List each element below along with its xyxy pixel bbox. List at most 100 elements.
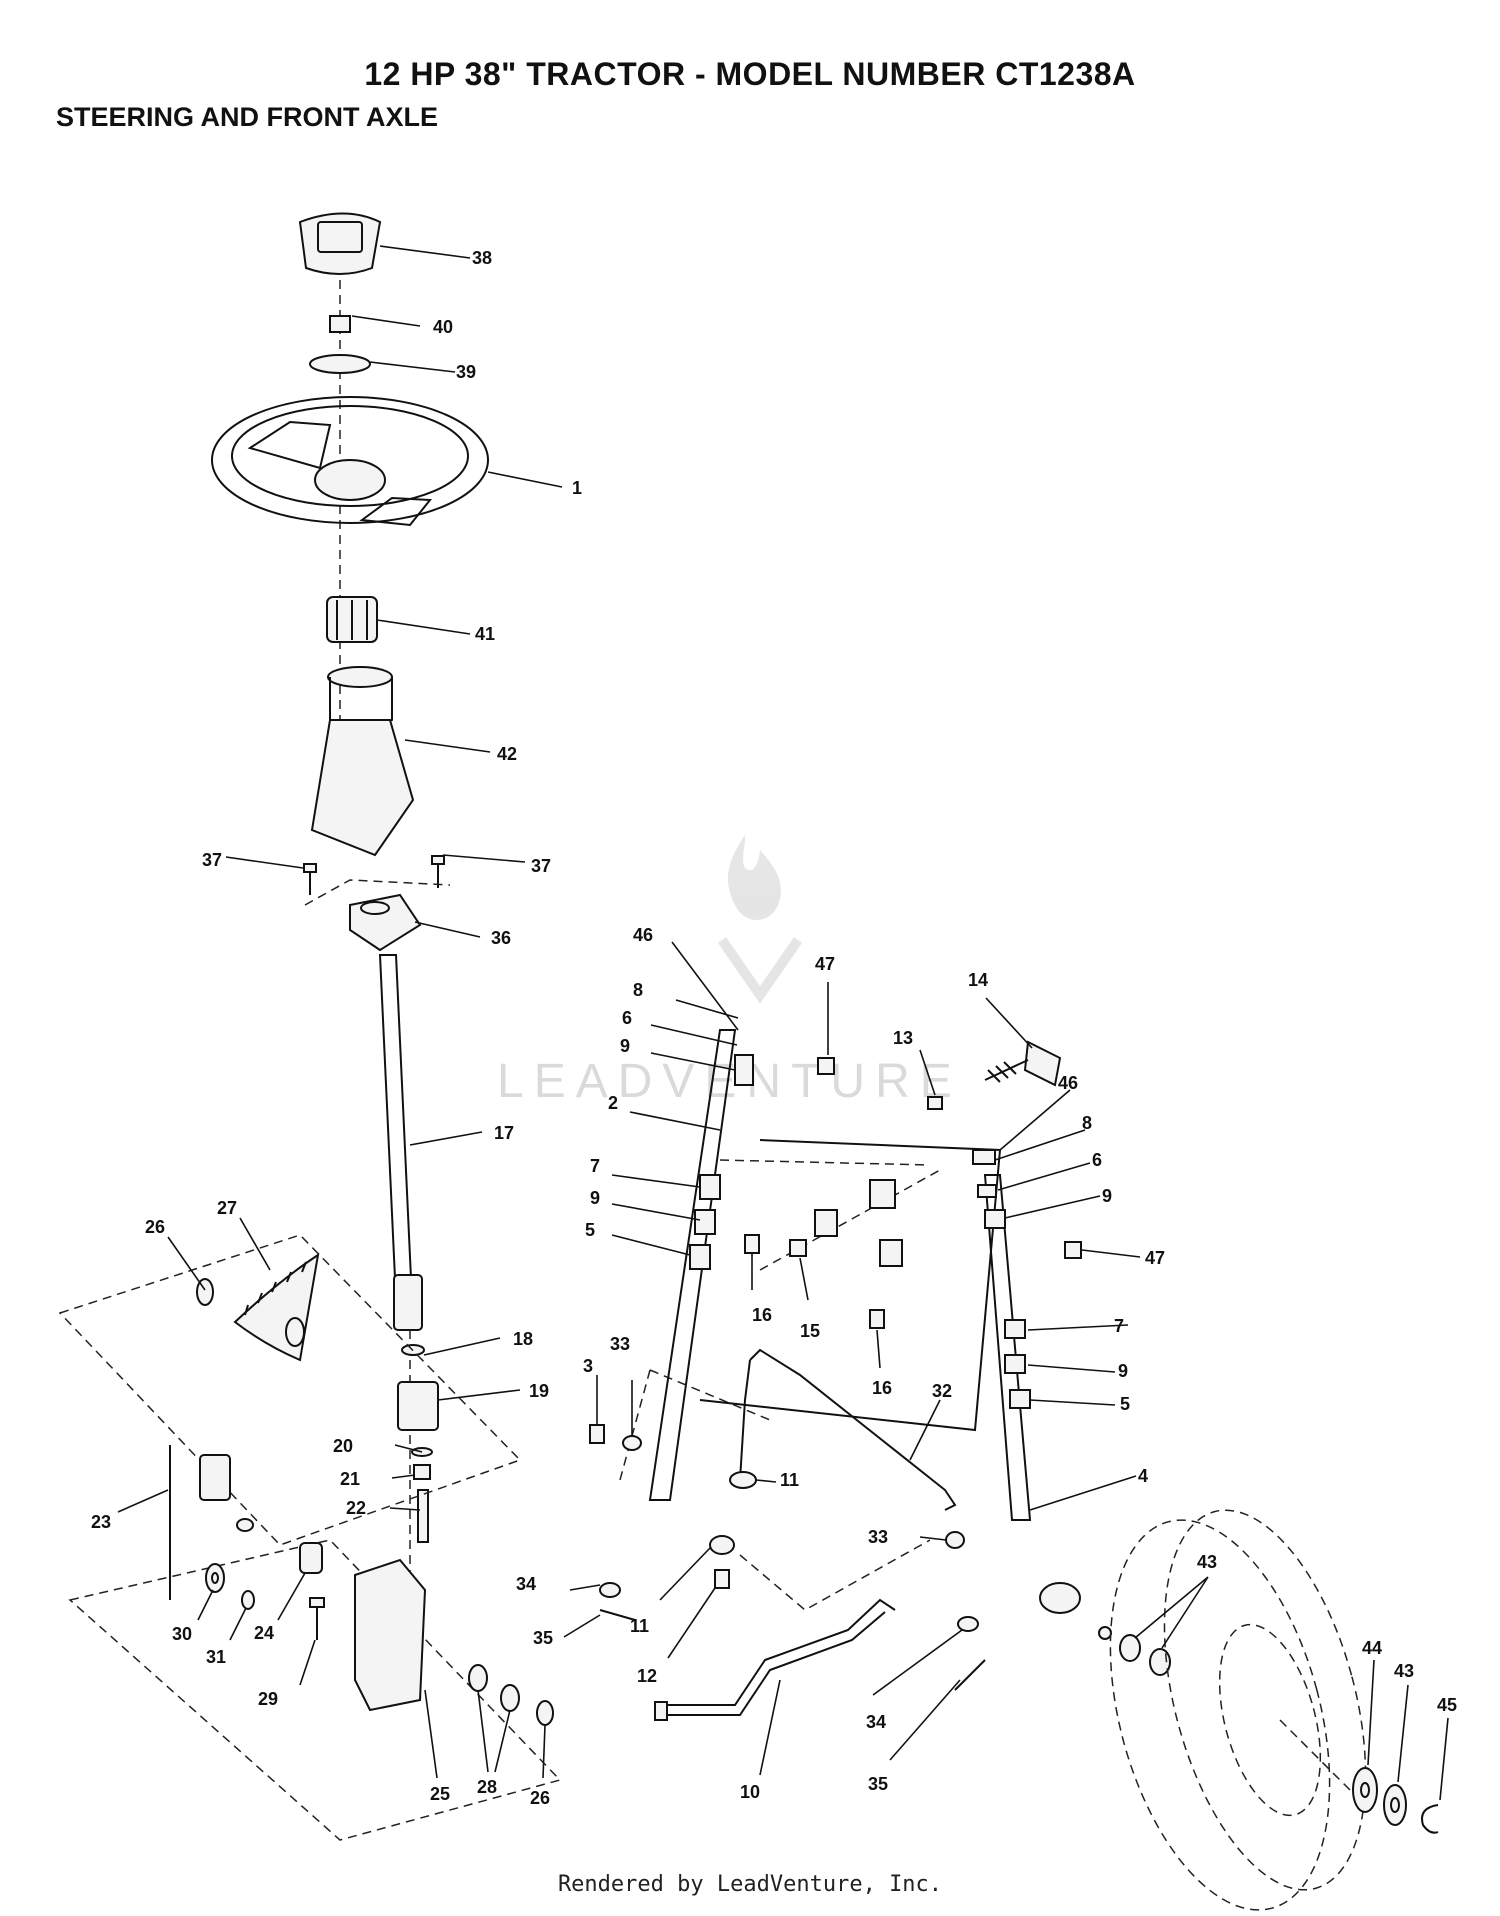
callout-33-right: 33 (868, 1527, 888, 1547)
pins-16-15 (744, 1234, 885, 1329)
bolt-29 (309, 1597, 325, 1640)
callout-17: 17 (494, 1123, 514, 1143)
tie-rod-10 (654, 1598, 896, 1721)
callout-29: 29 (258, 1689, 278, 1709)
pinion-19 (397, 1381, 439, 1431)
callout-11-top: 11 (780, 1470, 799, 1490)
clip-45 (1421, 1804, 1439, 1834)
callout-39: 39 (456, 362, 476, 382)
callout-35-left: 35 (533, 1628, 553, 1648)
bushing-24 (299, 1542, 323, 1574)
spacer-21 (413, 1464, 431, 1480)
callout-7-right: 7 (1114, 1316, 1124, 1336)
bushing-26-bottom (536, 1700, 554, 1726)
grease-fitting-47-top (817, 1057, 835, 1075)
sector-gear-27 (233, 1252, 320, 1362)
callout-43-bottom: 43 (1394, 1661, 1414, 1681)
callout-labels: 38 40 39 1 41 42 37 37 36 17 18 19 20 21… (91, 248, 1457, 1808)
callout-37-left: 37 (202, 850, 222, 870)
bracket-25 (354, 1558, 427, 1712)
callout-25: 25 (430, 1784, 450, 1804)
axle-beam (699, 1139, 1002, 1432)
washers-28 (468, 1664, 520, 1712)
callout-5-left: 5 (585, 1220, 595, 1240)
callout-41: 41 (475, 624, 495, 644)
footer-credit: Rendered by LeadVenture, Inc. (557, 1872, 943, 1897)
callout-21: 21 (340, 1469, 360, 1489)
callout-32: 32 (932, 1381, 952, 1401)
callout-2: 2 (608, 1093, 618, 1113)
gear-frame-outline (58, 1234, 562, 1841)
screw-37-right (431, 855, 445, 888)
callout-10: 10 (740, 1782, 760, 1802)
parts-33-34-35-right (945, 1531, 986, 1691)
callout-46-left: 46 (633, 925, 653, 945)
callout-23: 23 (91, 1512, 111, 1532)
callout-9-left-top: 9 (620, 1036, 630, 1056)
callout-42: 42 (497, 744, 517, 764)
callout-11-bottom: 11 (630, 1616, 649, 1636)
section-subtitle: STEERING AND FRONT AXLE (56, 102, 439, 132)
callout-43-top: 43 (1197, 1552, 1217, 1572)
callout-24: 24 (254, 1623, 274, 1643)
callout-33-left: 33 (610, 1334, 630, 1354)
callout-19: 19 (529, 1381, 549, 1401)
callout-7-left: 7 (590, 1156, 600, 1176)
callout-5-right: 5 (1120, 1394, 1130, 1414)
callout-9-right: 9 (1118, 1361, 1128, 1381)
steering-shaft-17 (378, 954, 423, 1620)
wheel-tire (1109, 1509, 1367, 1911)
callout-15: 15 (800, 1321, 820, 1341)
callout-47-top: 47 (815, 954, 835, 974)
callout-27: 27 (217, 1198, 237, 1218)
callout-6-right: 6 (1092, 1150, 1102, 1170)
callout-6-left: 6 (622, 1008, 632, 1028)
callout-4: 4 (1138, 1466, 1148, 1486)
spindle-2 (648, 1029, 754, 1501)
pin-22 (417, 1489, 429, 1543)
callout-46-right: 46 (1058, 1073, 1078, 1093)
callout-1: 1 (572, 478, 582, 498)
leader-lines (117, 245, 1449, 1801)
callout-22: 22 (346, 1498, 366, 1518)
bushing-36 (304, 879, 451, 952)
callout-26-top: 26 (145, 1217, 165, 1237)
callout-16-left: 16 (752, 1305, 772, 1325)
page-title: 12 HP 38" TRACTOR - MODEL NUMBER CT1238A (364, 56, 1136, 92)
washer-30 (205, 1563, 225, 1593)
washer-43-right (1383, 1784, 1407, 1826)
watermark-text: LEADVENTURE (497, 1055, 962, 1108)
callout-44: 44 (1362, 1638, 1382, 1658)
clip-31 (241, 1590, 255, 1610)
callout-12: 12 (637, 1666, 657, 1686)
washer-39 (309, 354, 371, 374)
screw-37-left (303, 863, 317, 895)
callout-18: 18 (513, 1329, 533, 1349)
callout-40: 40 (433, 317, 453, 337)
nut-40 (329, 315, 351, 333)
callout-34-left: 34 (516, 1574, 536, 1594)
callout-13: 13 (893, 1028, 913, 1048)
callout-8-left: 8 (633, 980, 643, 1000)
spindle-4 (972, 1149, 1081, 1614)
drag-link-32 (739, 1348, 957, 1511)
grease-fitting-47-right (1064, 1241, 1082, 1259)
callout-8-right: 8 (1082, 1113, 1092, 1133)
callout-37-right: 37 (531, 856, 551, 876)
callout-45: 45 (1437, 1695, 1457, 1715)
callout-16-right: 16 (872, 1378, 892, 1398)
washer-44 (1352, 1767, 1378, 1813)
callout-3: 3 (583, 1356, 593, 1376)
callout-14: 14 (968, 970, 988, 990)
callout-47-right: 47 (1145, 1248, 1165, 1268)
callout-20: 20 (333, 1436, 353, 1456)
callout-34-right: 34 (866, 1712, 886, 1732)
steering-wheel-1 (211, 396, 489, 527)
callout-9-right-top: 9 (1102, 1186, 1112, 1206)
parts-3-33-11-12-34-35-left (589, 1424, 757, 1621)
bolt-14 (984, 1040, 1062, 1087)
callout-36: 36 (491, 928, 511, 948)
callout-35-right: 35 (868, 1774, 888, 1794)
callout-28: 28 (477, 1777, 497, 1797)
